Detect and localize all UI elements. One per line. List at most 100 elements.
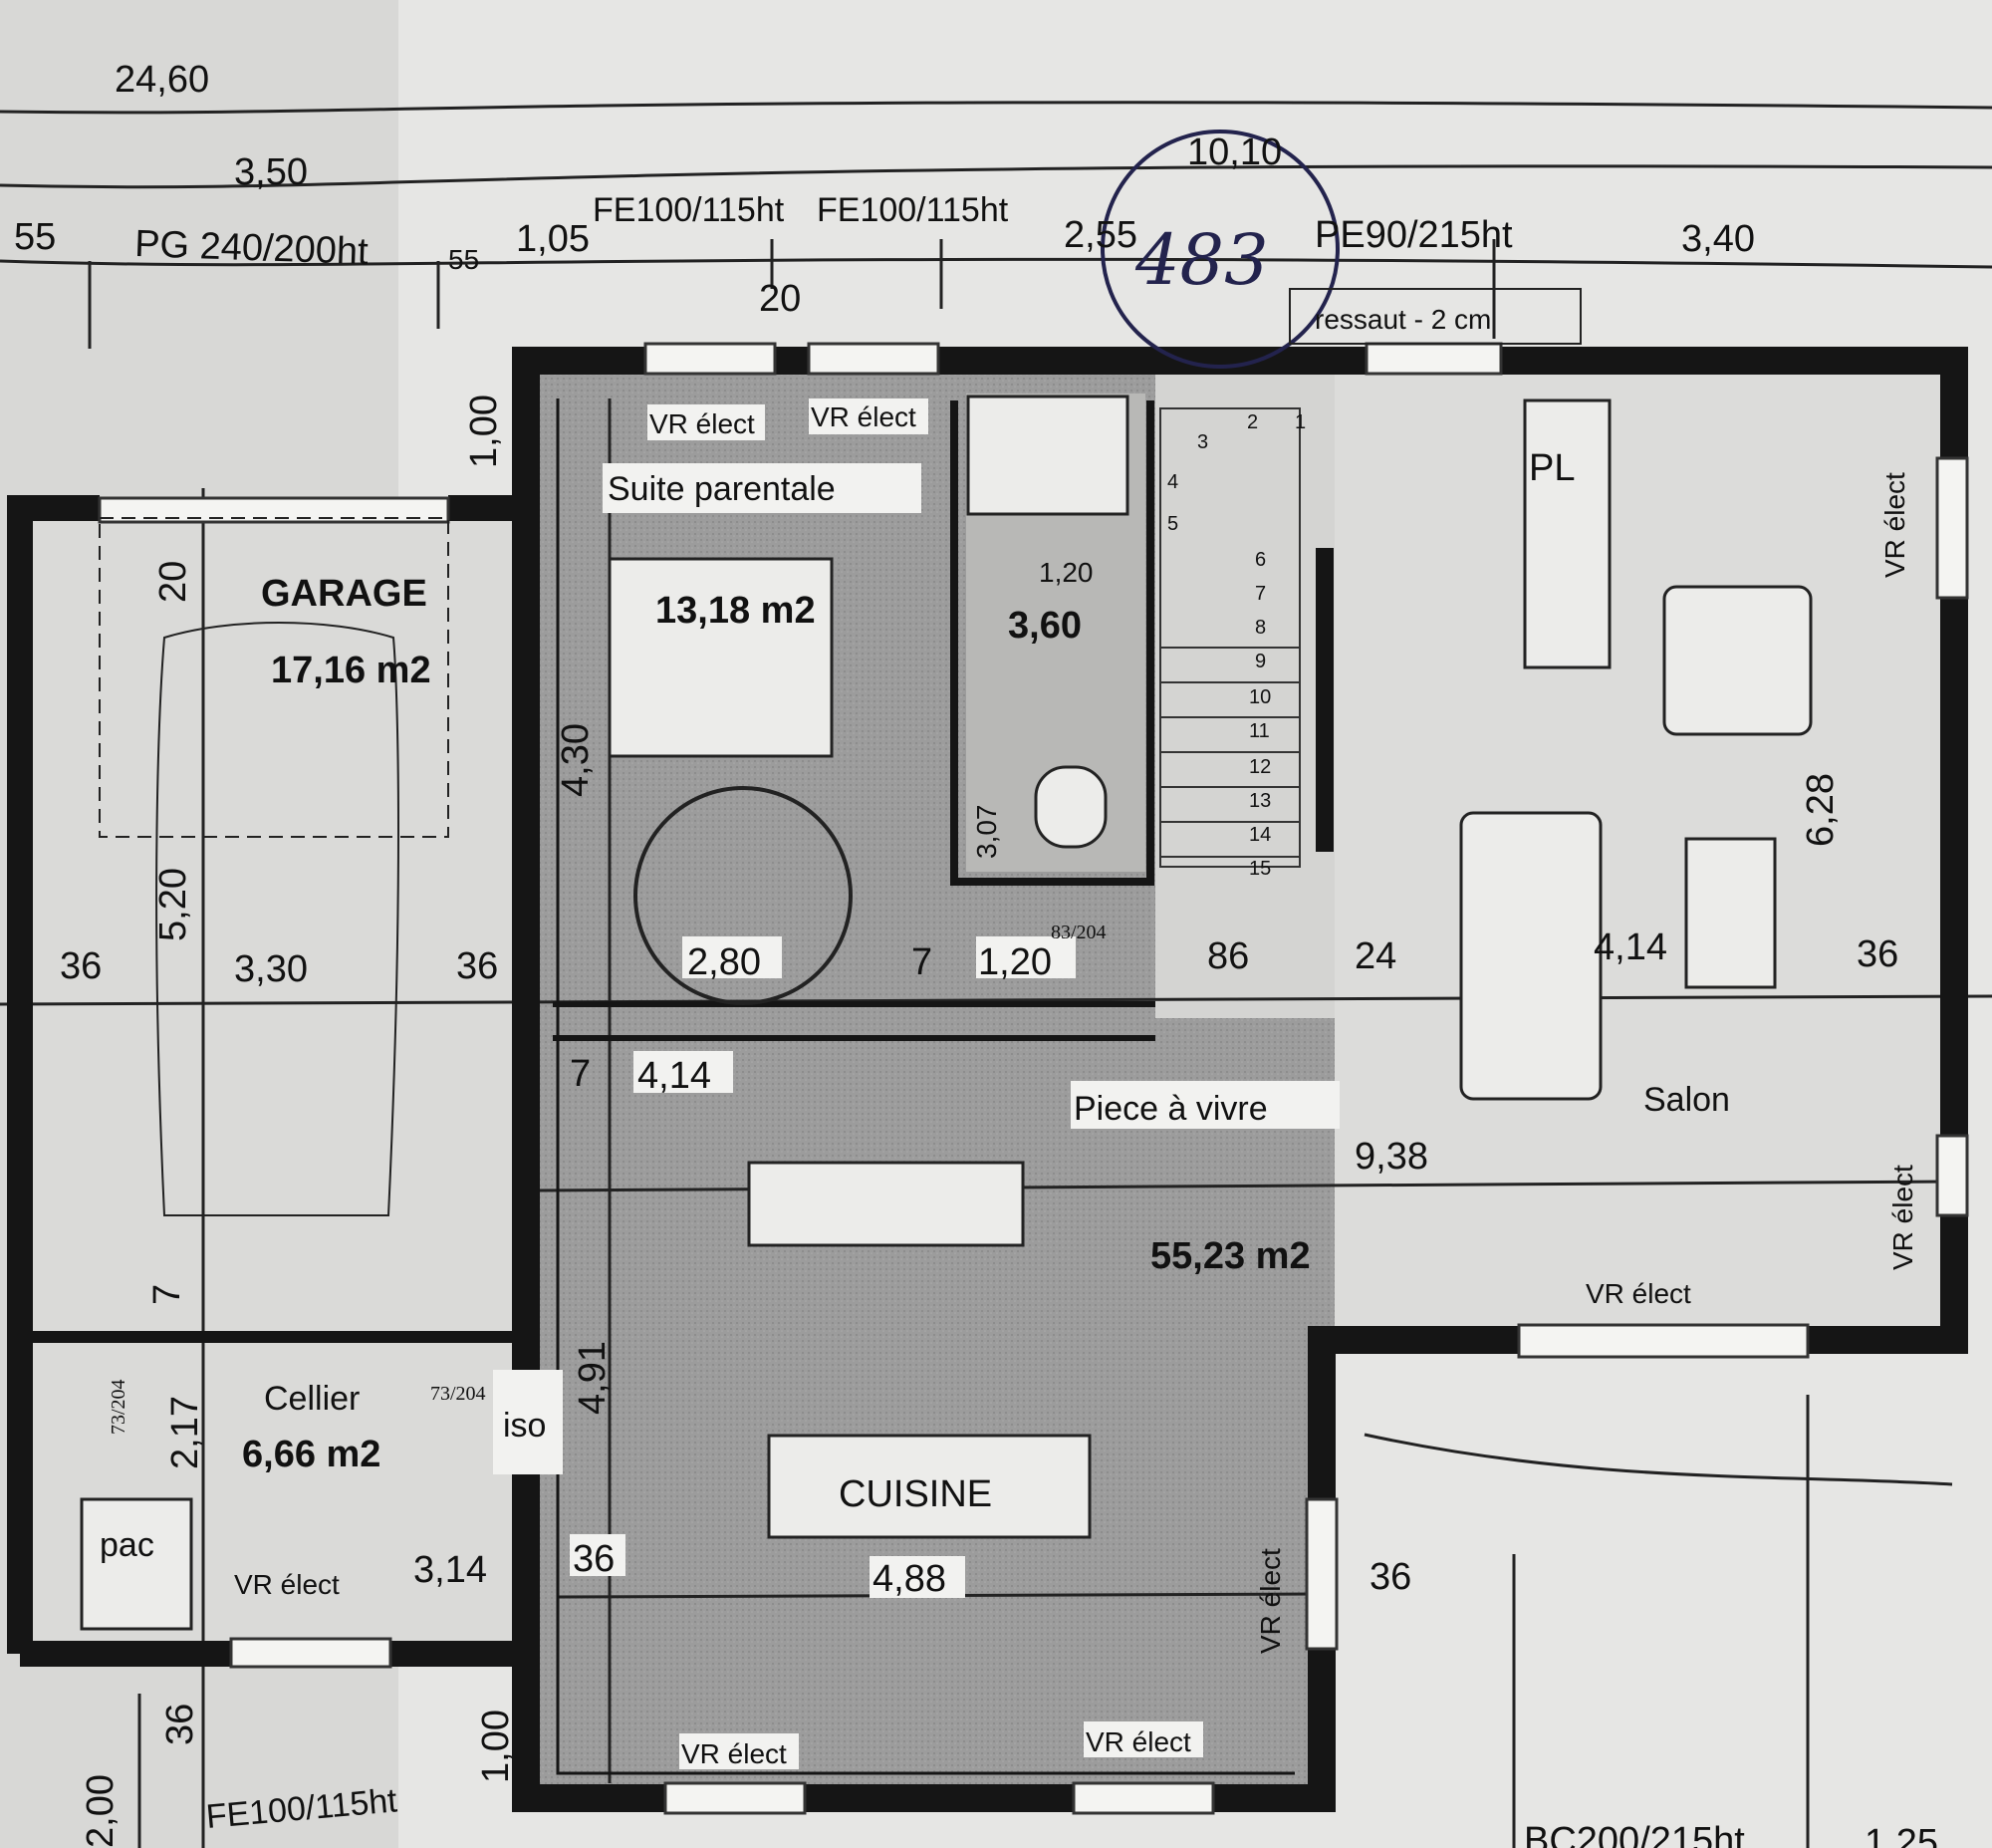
step-number: 5 <box>1167 513 1178 535</box>
garage-width-dim: 3,50 <box>234 151 308 193</box>
salon-width: 4,14 <box>1594 926 1667 968</box>
house-width-dim: 10,10 <box>1187 132 1282 173</box>
bathroom-area: 3,60 <box>1008 605 1082 647</box>
placard <box>1523 398 1612 669</box>
window-openings <box>98 342 1969 1815</box>
living-width: 4,14 <box>637 1055 711 1097</box>
salon: PL VR élect 4,14 36 6,28 Salon VR élect … <box>1529 447 1918 1309</box>
wall-dim: 7 <box>570 1053 591 1095</box>
shower <box>966 395 1129 516</box>
garage: GARAGE 17,16 m2 36 3,30 36 <box>60 573 498 990</box>
pac-unit <box>80 1497 193 1631</box>
door-dim: 73/204 <box>430 1383 486 1405</box>
wall-dim: 36 <box>456 945 498 987</box>
step-number: 4 <box>1167 471 1178 493</box>
segment-dim: 1,25 <box>1865 1822 1938 1848</box>
door-dim: 83/204 <box>1051 922 1107 943</box>
step-number: 7 <box>1255 583 1266 605</box>
bed <box>608 557 834 758</box>
window-dim: FE100/115ht <box>817 191 1009 229</box>
overall-length: 24,60 <box>115 59 209 101</box>
living-area: 55,23 m2 <box>1150 1235 1311 1277</box>
shutter-label: VR élect <box>1887 1165 1918 1270</box>
bottom-wall-dim: 36 <box>159 1704 201 1745</box>
garage-wall-dim: 7 <box>146 1284 188 1305</box>
kitchen-label: CUISINE <box>839 1473 992 1515</box>
step-number: 13 <box>1249 790 1271 812</box>
stairs-width: 86 <box>1207 935 1249 977</box>
piece-a-vivre: Piece à vivre 9,38 55,23 m2 7 4,14 <box>570 1051 1428 1277</box>
shutter-label: VR élect <box>234 1569 340 1600</box>
garage-door-dim: PG 240/200ht <box>134 223 370 273</box>
step-number: 11 <box>1249 720 1270 742</box>
garage-width: 3,30 <box>234 948 308 990</box>
shutter-label: VR élect <box>649 408 755 439</box>
handwritten-number: 483 <box>1134 219 1269 301</box>
bottom-margin-dim: 2,00 <box>80 1774 122 1848</box>
shutter-label: VR élect <box>681 1738 787 1769</box>
wall-dim: 36 <box>1370 1556 1411 1598</box>
shutter-label: VR élect <box>1879 472 1910 578</box>
ressaut-note: ressaut - 2 cm <box>1315 304 1491 335</box>
salon-label: Salon <box>1643 1081 1730 1119</box>
cellier-width: 3,14 <box>413 1549 487 1591</box>
cellier-area: 6,66 m2 <box>242 1434 380 1475</box>
top-dimensions: 24,60 3,50 55 PG 240/200ht 55 1,05 FE100… <box>14 59 1755 345</box>
step-number: 12 <box>1249 756 1271 778</box>
garage-length-dim: 5,20 <box>152 868 194 941</box>
step-number: 2 <box>1247 411 1258 433</box>
step-number: 15 <box>1249 858 1271 880</box>
stair-step-numbers: 1 2 3 4 5 6 7 8 9 10 11 12 13 14 15 <box>1167 411 1306 880</box>
placard-label: PL <box>1529 447 1575 489</box>
garage-door-swing <box>99 517 449 838</box>
round-rug <box>633 786 853 1005</box>
furniture <box>80 395 1813 1631</box>
dressing-width: 1,20 <box>978 941 1052 983</box>
entry-door-dim: PE90/215ht <box>1315 214 1513 256</box>
wall-dim: 36 <box>60 945 102 987</box>
salon-depth: 6,28 <box>1800 773 1842 847</box>
kitchen-depth: 4,91 <box>572 1341 614 1415</box>
step-number: 6 <box>1255 549 1266 571</box>
kitchen-width: 4,88 <box>872 1558 946 1600</box>
shutter-label: VR élect <box>1255 1548 1286 1654</box>
dining-table <box>747 1161 1025 1247</box>
bathroom: 1,20 3,60 3,07 83/204 <box>971 557 1107 943</box>
step-number: 1 <box>1295 411 1306 433</box>
right-segment-dim: 3,40 <box>1681 218 1755 260</box>
kitchen: CUISINE 4,91 36 4,88 VR élect 36 VR élec… <box>570 1341 1411 1769</box>
step-number: 9 <box>1255 651 1266 672</box>
kitchen-bottom-wall-dim: 1,00 <box>475 1710 517 1783</box>
iso-label: iso <box>503 1407 546 1445</box>
pier-dim: 55 <box>448 244 479 275</box>
wall-dim: 24 <box>1355 935 1396 977</box>
living-length: 9,38 <box>1355 1136 1428 1178</box>
kitchen-island <box>767 1434 1092 1539</box>
tv-unit <box>1684 837 1777 989</box>
bathroom-width: 1,20 <box>1039 557 1094 588</box>
cellier-length-dim: 2,17 <box>164 1396 206 1469</box>
pac-label: pac <box>100 1526 154 1564</box>
car-outline <box>155 622 399 1216</box>
bathroom-depth: 3,07 <box>971 805 1002 860</box>
living-label: Piece à vivre <box>1074 1090 1268 1128</box>
shutter-label: VR élect <box>1586 1278 1691 1309</box>
bay-door-dim: BC200/215ht <box>1524 1820 1745 1848</box>
garage-area: 17,16 m2 <box>271 650 431 691</box>
staircase <box>1159 407 1301 868</box>
pier-dim: 1,05 <box>516 218 590 260</box>
left-pier-dim: 55 <box>14 216 56 258</box>
handwritten-note: 483 <box>1101 130 1340 369</box>
left-dimensions: 1,00 20 5,20 7 2,17 36 2,00 1,00 FE100/1… <box>80 395 517 1848</box>
suite-label: Suite parentale <box>608 470 836 508</box>
cellier: Cellier 6,66 m2 73/204 73/204 iso pac VR… <box>100 1370 563 1600</box>
garage-label: GARAGE <box>261 573 427 615</box>
suite-parentale: VR élect VR élect Suite parentale 13,18 … <box>555 398 1076 983</box>
window-dim: FE100/115ht <box>593 191 785 229</box>
suite-depth: 4,30 <box>555 723 597 797</box>
door-dim: 73/204 <box>108 1379 129 1435</box>
wall-dim: 7 <box>911 941 932 983</box>
step-number: 10 <box>1249 686 1271 708</box>
wall-dim: 36 <box>573 1538 615 1580</box>
